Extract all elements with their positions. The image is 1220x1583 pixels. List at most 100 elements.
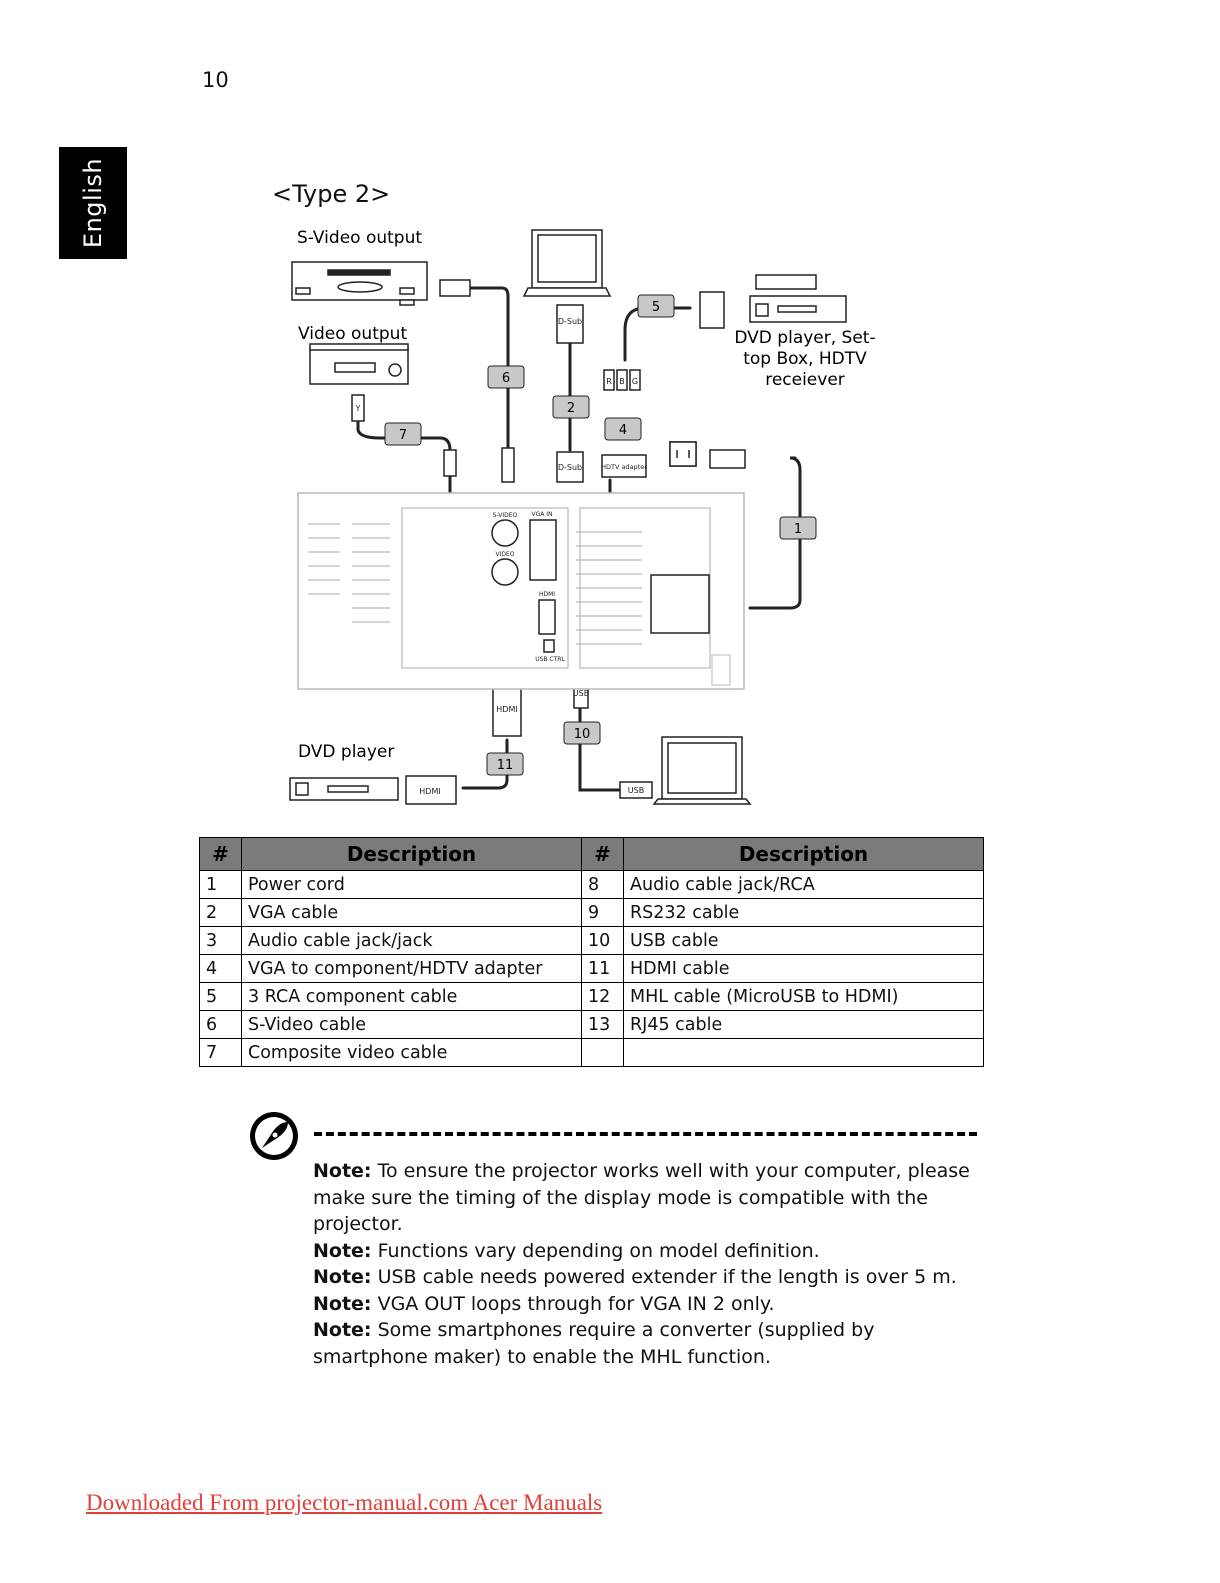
video-port-label: VIDEO	[495, 551, 514, 558]
diagram-heading: <Type 2>	[272, 180, 391, 208]
table-cell	[581, 1038, 624, 1067]
usb-ctrl-port-label: USB CTRL	[535, 656, 565, 663]
download-source-link[interactable]: Downloaded From projector-manual.com Ace…	[86, 1490, 603, 1515]
rca-b-label: B	[619, 377, 625, 386]
table-cell: MHL cable (MicroUSB to HDMI)	[623, 982, 984, 1011]
table-cell: Audio cable jack/RCA	[623, 870, 984, 899]
rca-g-label: G	[632, 377, 638, 386]
dvd-top-label-2: top Box, HDTV	[743, 349, 867, 369]
table-cell: 2	[199, 898, 242, 927]
svideo-output-label: S-Video output	[297, 228, 422, 248]
svideo-source-device	[291, 261, 428, 306]
table-cell: 10	[581, 926, 624, 955]
note-paragraph: Note: Functions vary depending on model …	[313, 1238, 983, 1265]
callout-1: 1	[794, 522, 802, 537]
dsub-bottom-label: D-Sub	[558, 463, 582, 472]
callout-5: 5	[652, 300, 660, 315]
hdmi-plug2-label: HDMI	[419, 787, 440, 796]
projector-rear-panel	[297, 492, 745, 690]
usb-plug2-label: USB	[628, 786, 644, 795]
language-tab: English	[59, 147, 127, 259]
table-cell: 3	[199, 926, 242, 955]
dvd-bottom-label: DVD player	[298, 742, 394, 762]
table-cell: HDMI cable	[623, 954, 984, 983]
note-paragraph: Note: Some smartphones require a convert…	[313, 1317, 983, 1370]
table-cell: Power cord	[241, 870, 582, 899]
table-cell: 4	[199, 954, 242, 983]
table-row: 4 VGA to component/HDTV adapter 11 HDMI …	[199, 954, 984, 983]
language-tab-label: English	[79, 157, 107, 249]
laptop-top	[522, 229, 612, 297]
laptop-bottom	[652, 736, 752, 805]
note-paragraph: Note: USB cable needs powered extender i…	[313, 1264, 983, 1291]
page-number: 10	[202, 68, 229, 92]
note-paragraph: Note: To ensure the projector works well…	[313, 1158, 983, 1238]
table-cell: 1	[199, 870, 242, 899]
callout-4: 4	[619, 423, 627, 438]
dvd-stb-devices	[749, 274, 847, 323]
table-cell: 13	[581, 1010, 624, 1039]
callout-7: 7	[399, 428, 407, 443]
hdmi-port-label: HDMI	[539, 591, 555, 598]
hdmi-plug-label: HDMI	[496, 705, 517, 714]
table-cell: S-Video cable	[241, 1010, 582, 1039]
table-cell: 12	[581, 982, 624, 1011]
table-cell: RS232 cable	[623, 898, 984, 927]
callout-2: 2	[567, 401, 575, 416]
note-label: Note:	[313, 1160, 372, 1182]
callout-11: 11	[497, 758, 514, 773]
table-cell: 9	[581, 898, 624, 927]
svideo-port-label: S-VIDEO	[493, 512, 518, 519]
video-output-label: Video output	[298, 324, 407, 344]
header-number-2: #	[581, 837, 624, 871]
cable-description-table: # Description # Description 1 Power cord…	[199, 837, 984, 1067]
note-divider	[314, 1132, 977, 1136]
note-text: USB cable needs powered extender if the …	[371, 1266, 957, 1288]
table-cell: USB cable	[623, 926, 984, 955]
table-header-row: # Description # Description	[199, 837, 984, 871]
note-pen-icon	[250, 1112, 298, 1160]
table-cell: 11	[581, 954, 624, 983]
video-source-device	[309, 343, 409, 385]
callout-6: 6	[502, 371, 510, 386]
table-row: 1 Power cord 8 Audio cable jack/RCA	[199, 870, 984, 899]
note-text: VGA OUT loops through for VGA IN 2 only.	[371, 1292, 775, 1315]
table-cell	[623, 1038, 984, 1067]
table-row: 5 3 RCA component cable 12 MHL cable (Mi…	[199, 982, 984, 1011]
table-row: 6 S-Video cable 13 RJ45 cable	[199, 1010, 984, 1039]
table-row: 3 Audio cable jack/jack 10 USB cable	[199, 926, 984, 955]
dsub-top-label: D-Sub	[558, 317, 582, 326]
vga-in-port-label: VGA IN	[531, 511, 552, 518]
y-plug-label: Y	[355, 404, 361, 413]
callout-10: 10	[574, 727, 591, 742]
note-text: To ensure the projector works well with …	[313, 1160, 970, 1235]
note-paragraph: Note: VGA OUT loops through for VGA IN 2…	[313, 1291, 983, 1318]
dvd-player-bottom	[289, 777, 399, 801]
note-text: Some smartphones require a converter (su…	[313, 1319, 875, 1368]
usb-plug-label: USB	[573, 689, 589, 698]
connection-diagram: S-Video output Video output DVD player, …	[289, 228, 876, 805]
table-cell: 6	[199, 1010, 242, 1039]
table-cell: 8	[581, 870, 624, 899]
table-cell: VGA cable	[241, 898, 582, 927]
table-row: 2 VGA cable 9 RS232 cable	[199, 898, 984, 927]
note-label: Note:	[313, 1239, 372, 1262]
note-label: Note:	[313, 1292, 372, 1315]
table-cell: 5	[199, 982, 242, 1011]
note-label: Note:	[313, 1319, 372, 1341]
table-cell: 3 RCA component cable	[241, 982, 582, 1011]
notes-section: Note: To ensure the projector works well…	[313, 1158, 983, 1370]
dvd-top-label-1: DVD player, Set-	[734, 328, 875, 348]
hdtv-adapter-label: HDTV adapter	[601, 463, 647, 471]
table-cell: Audio cable jack/jack	[241, 926, 582, 955]
rca-r-label: R	[606, 377, 612, 386]
header-description-2: Description	[623, 837, 984, 871]
table-cell: VGA to component/HDTV adapter	[241, 954, 582, 983]
note-label: Note:	[313, 1266, 372, 1288]
table-cell: Composite video cable	[241, 1038, 582, 1067]
table-row: 7 Composite video cable	[199, 1038, 984, 1067]
header-description-1: Description	[241, 837, 582, 871]
table-cell: RJ45 cable	[623, 1010, 984, 1039]
header-number-1: #	[199, 837, 242, 871]
power-outlet-icon	[669, 441, 697, 467]
